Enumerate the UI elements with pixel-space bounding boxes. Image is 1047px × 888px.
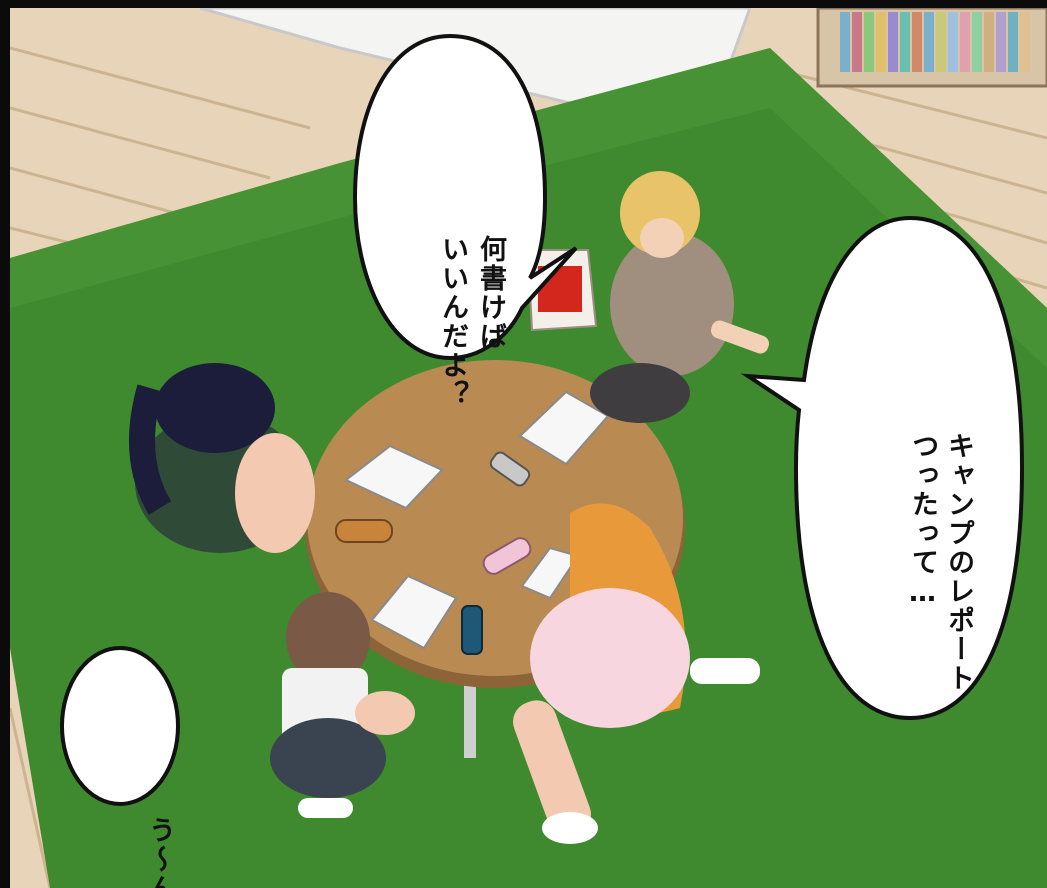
room-scene-illustration	[10, 8, 1047, 888]
bubble-text-top-center: 何書けば いいんだよ？	[395, 103, 547, 409]
bubble-line: いいんだよ？	[437, 235, 468, 409]
girl-long-orange-hair	[513, 503, 760, 844]
bubble-line: 何書けば	[475, 235, 506, 351]
girl-short-brown-hair	[270, 592, 415, 818]
bubble-line: つったって…	[907, 432, 938, 610]
manga-panel: 何書けば いいんだよ？ キャンプのレポート つったって… う～ん	[10, 8, 1047, 888]
bubble-text-right: キャンプのレポート つったって…	[868, 300, 1012, 693]
bubble-line: キャンプのレポート	[943, 432, 974, 693]
bubble-text-bottom-left: う～ん	[105, 684, 213, 888]
speech-bubble-top-center	[352, 33, 578, 361]
speech-bubble-right	[740, 215, 1025, 721]
speech-bubble-bottom-left	[60, 646, 180, 806]
bubble-line: う～ん	[144, 816, 175, 888]
bookshelf	[816, 8, 1047, 88]
boy-blond	[590, 171, 770, 423]
girl-dark-hair	[129, 363, 315, 553]
